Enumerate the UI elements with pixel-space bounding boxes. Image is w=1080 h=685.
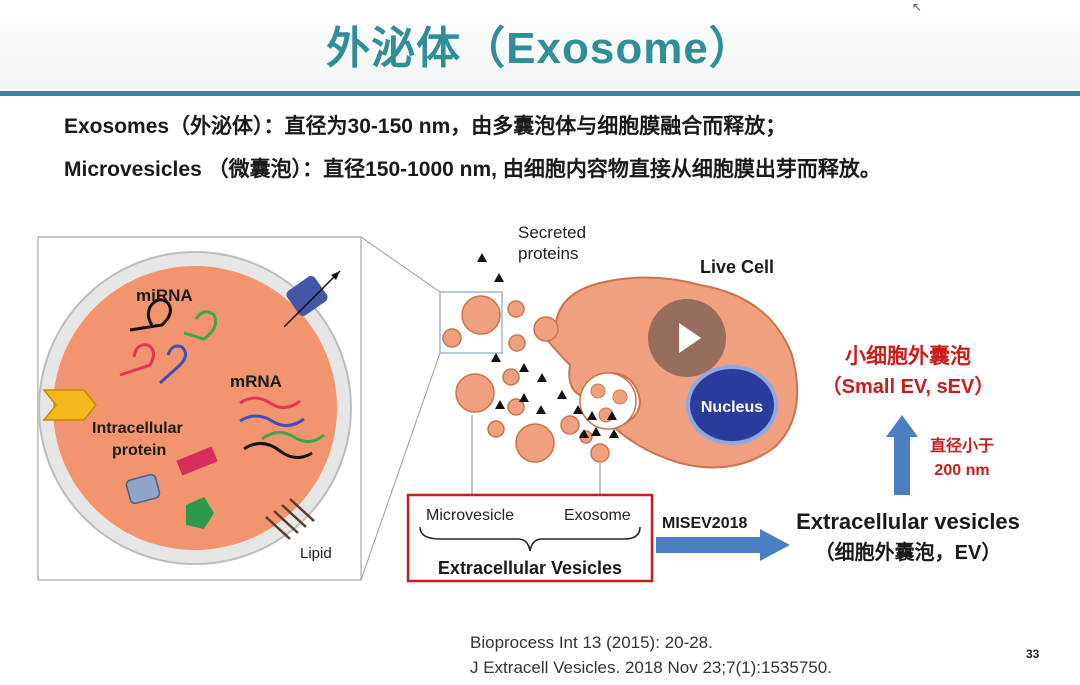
label-proteins: proteins [518,244,578,263]
label-size-line2: 200 nm [934,462,989,479]
bullet-exosomes: Exosomes（外泌体）：直径为30-150 nm，由多囊泡体与细胞膜融合而释… [64,115,787,138]
reference-2: J Extracell Vesicles. 2018 Nov 23;7(1):1… [470,658,832,677]
label-misev: MISEV2018 [662,515,747,532]
label-protein: protein [112,442,166,459]
mirna-hairpin-3 [119,343,155,377]
microvesicle-1 [461,295,501,335]
zoom-line-bottom [360,352,441,581]
up-arrow [886,415,918,495]
label-ev-cn: （细胞外囊泡，EV） [815,540,1002,564]
label-ev-box: Extracellular Vesicles [438,558,622,578]
label-mirna: miRNA [136,286,193,305]
mouse-cursor-icon: ↖ [912,0,923,14]
lipid-tails [265,498,315,540]
label-live-cell: Live Cell [700,257,774,277]
mrna-strand-black [243,442,313,459]
vesicle-small-b [508,334,526,352]
exosome-figure: miRNA mRNA Intracellular protein Lipid N… [37,223,1020,583]
label-sev-en: （Small EV, sEV） [822,375,995,398]
bullet-microvesicles: Microvesicles （微囊泡）：直径150-1000 nm, 由细胞内容… [64,158,881,181]
mirna-hairpin-2 [183,310,218,341]
title-divider [0,91,1080,96]
protein-green [186,497,214,529]
protein-pink [176,446,218,476]
label-mrna: mRNA [230,372,282,391]
nucleus [686,365,778,445]
microvesicle-3 [455,373,495,413]
exosome-b [590,443,610,463]
zoom-line-top [360,236,441,293]
vesicle-body [53,266,337,550]
label-sev-cn: 小细胞外囊泡 [845,344,971,368]
vesicle-small-a [507,300,525,318]
channel-arrowhead [331,271,340,280]
cell-bud [533,316,559,342]
mirna-hairpin-1 [129,298,172,332]
yellow-receptor [42,389,97,421]
vesicle-small-d [507,398,525,416]
membrane-channel [286,275,328,317]
intraluminal-vesicle-2 [612,389,628,405]
label-secreted: Secreted [518,223,586,242]
secreted-proteins [477,253,619,438]
page-number: 33 [1026,647,1040,661]
microvesicle-4 [515,423,555,463]
label-intracellular: Intracellular [92,420,183,437]
vesicle-small-e [487,420,505,438]
misev-arrow [656,529,790,561]
mrna-strand-blue [239,414,305,427]
ev-brace [419,526,641,552]
microvesicle-2 [442,328,462,348]
mirna-hairpin-4 [158,344,187,385]
zoom-source-box [439,291,503,354]
label-nucleus: Nucleus [701,399,763,416]
protein-blue-cylinder [125,473,161,505]
mrna-strand-green [261,431,325,443]
label-microvesicle: Microvesicle [426,507,514,524]
label-ev-title: Extracellular vesicles [796,509,1020,534]
mrna-strand-red [239,396,301,409]
label-size-line1: 直径小于 [930,436,994,455]
label-lipid: Lipid [300,545,332,562]
intraluminal-vesicle-1 [590,383,606,399]
video-play-button[interactable] [648,299,726,377]
reference-1: Bioprocess Int 13 (2015): 20-28. [470,633,713,652]
header-band [0,0,1080,92]
channel-arrow [283,270,341,328]
exosome-a [560,415,580,435]
label-exosome: Exosome [564,507,631,524]
ev-box [406,493,654,583]
vesicle-small-c [502,368,520,386]
slide-title: 外泌体（Exosome） [326,24,754,73]
